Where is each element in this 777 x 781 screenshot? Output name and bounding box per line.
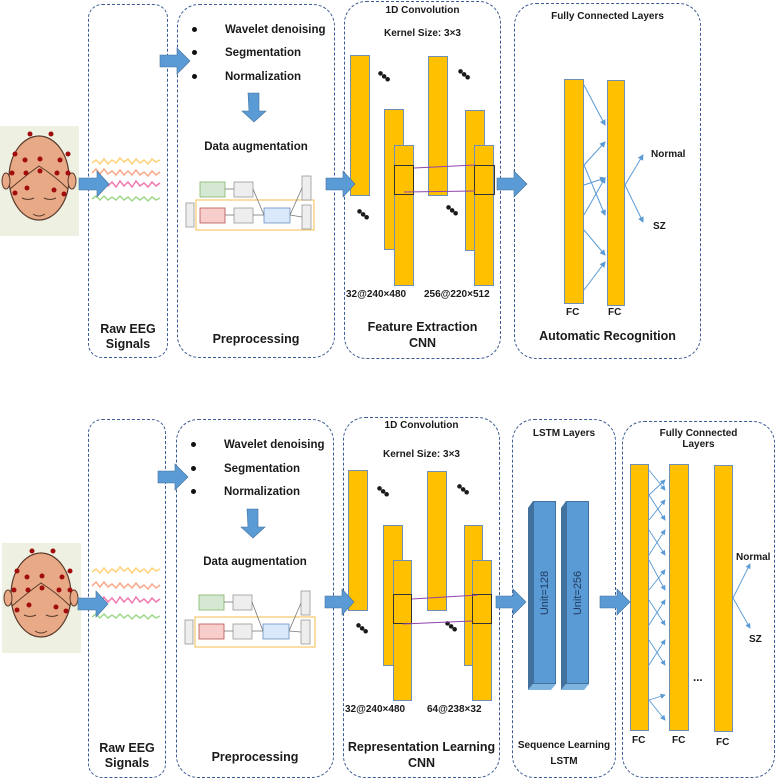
sequence-learning-label: Sequence Learning xyxy=(517,740,611,751)
dims-right: 256@220×512 xyxy=(424,289,490,300)
conv-feature-map xyxy=(472,560,492,701)
conv-feature-map xyxy=(474,145,494,286)
preprocessing-label: Preprocessing xyxy=(211,750,299,764)
representation-learning-label: Representation Learning xyxy=(347,740,496,754)
fc-layer xyxy=(669,464,689,731)
kernel-size-label: Kernel Size: 3×3 xyxy=(384,28,461,39)
bullet-normalization: Normalization xyxy=(191,486,300,498)
output-sz: SZ xyxy=(749,634,762,645)
fc-layer xyxy=(630,464,649,731)
cnn-label: CNN xyxy=(407,756,436,770)
fc-layer-label: FC xyxy=(566,307,580,318)
cnn-label: CNN xyxy=(408,336,437,350)
data-augmentation-label: Data augmentation xyxy=(203,556,307,568)
fc-layer xyxy=(564,79,584,304)
fc-layer xyxy=(607,80,625,306)
kernel-window xyxy=(474,165,495,195)
output-sz: SZ xyxy=(653,221,666,232)
lstm-units-label: Unit=256 xyxy=(571,570,584,615)
bullet-wavelet: Wavelet denoising xyxy=(192,24,326,36)
output-normal: Normal xyxy=(736,552,771,563)
conv-feature-map xyxy=(394,145,414,286)
bullet-segmentation: Segmentation xyxy=(192,47,301,59)
conv-feature-map xyxy=(428,56,448,196)
dims-left: 32@240×480 xyxy=(346,289,407,300)
bullet-wavelet: Wavelet denoising xyxy=(191,439,325,451)
lstm-label: LSTM xyxy=(550,756,578,767)
fc-layer-label: FC xyxy=(716,737,730,748)
conv-feature-map xyxy=(348,470,368,611)
conv-title: 1D Convolution xyxy=(384,420,459,431)
fc-layer-label: FC xyxy=(632,735,646,746)
automatic-recognition-label: Automatic Recognition xyxy=(539,329,676,343)
conv-feature-map xyxy=(393,560,412,701)
conv-title: 1D Convolution xyxy=(385,5,460,16)
head-icon xyxy=(3,548,79,638)
kernel-window xyxy=(393,594,412,624)
raw-eeg-panel xyxy=(88,4,168,358)
bullet-segmentation: Segmentation xyxy=(191,463,300,475)
lstm-layer-128: Unit=128 xyxy=(533,501,556,684)
conv-feature-map xyxy=(350,55,370,196)
ellipsis-label: ... xyxy=(693,672,703,684)
lstm-units-label: Unit=128 xyxy=(538,570,551,615)
fc-title: Fully Connected Layers xyxy=(551,11,664,22)
output-normal: Normal xyxy=(651,149,686,160)
kernel-size-label: Kernel Size: 3×3 xyxy=(383,449,460,460)
kernel-window xyxy=(394,165,414,195)
raw-eeg-label: Raw EEG Signals xyxy=(100,322,156,351)
conv-feature-map xyxy=(427,471,447,611)
eeg-head-image xyxy=(2,543,81,653)
fc-title: Fully Connected Layers xyxy=(659,428,738,450)
preprocessing-label: Preprocessing xyxy=(212,332,300,346)
head-icon xyxy=(1,131,77,221)
lstm-layer-256: Unit=256 xyxy=(566,501,589,684)
lstm-title: LSTM Layers xyxy=(532,428,596,439)
fc-layer xyxy=(714,465,733,732)
bullet-normalization: Normalization xyxy=(192,71,301,83)
fc-layer-label: FC xyxy=(672,735,686,746)
dims-right: 64@238×32 xyxy=(427,704,482,715)
data-augmentation-label: Data augmentation xyxy=(204,141,308,153)
lstm-panel xyxy=(512,419,616,778)
raw-eeg-panel xyxy=(88,419,166,778)
kernel-window xyxy=(472,594,492,624)
dims-left: 32@240×480 xyxy=(345,704,406,715)
raw-eeg-label: Raw EEG Signals xyxy=(99,741,155,770)
eeg-head-image xyxy=(0,126,79,236)
feature-extraction-label: Feature Extraction xyxy=(367,320,478,334)
fc-layer-label: FC xyxy=(608,307,622,318)
